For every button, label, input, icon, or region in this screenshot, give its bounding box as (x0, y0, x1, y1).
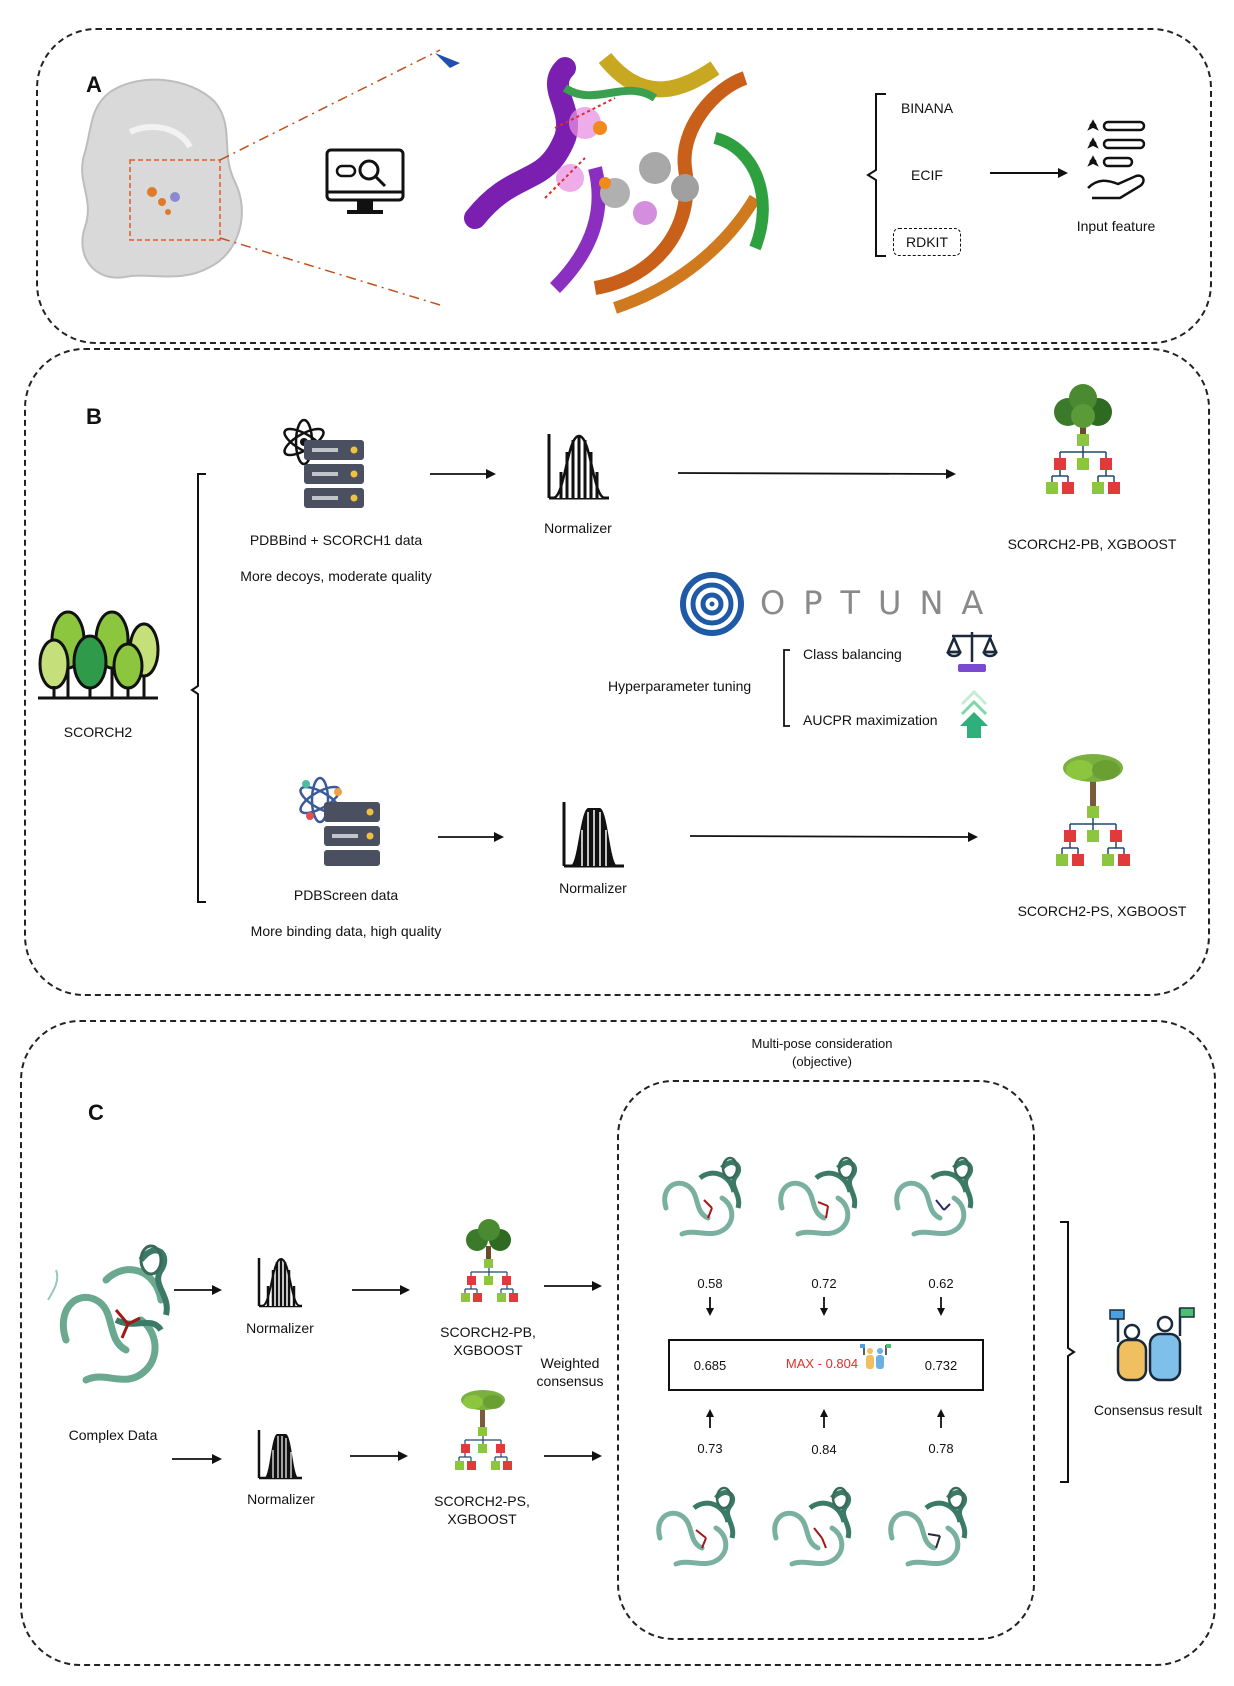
database-atom-icon-top (283, 418, 364, 508)
optuna-wordmark: OPTUNA (760, 584, 1002, 622)
forest-icon (38, 610, 160, 700)
bottom-model-label: SCORCH2-PS, XGBOOST (1017, 903, 1187, 919)
panel-c-letter: C (88, 1100, 104, 1125)
weighted-consensus-line2: consensus (536, 1373, 604, 1389)
result-left-value: 0.685 (693, 1358, 727, 1373)
normalizer-icon-c-top (257, 1257, 302, 1308)
multipose-title-1: Multi-pose consideration (751, 1036, 893, 1051)
decision-tree-icon-c-bottom (455, 1390, 512, 1470)
down-arrows (706, 1297, 945, 1316)
tuning-label: Hyperparameter tuning (608, 678, 752, 694)
complex-protein-image (47, 1244, 170, 1384)
feature-rdkit: RDKIT (893, 228, 961, 256)
bottom-score-1: 0.73 (697, 1441, 723, 1456)
consensus-bracket (1060, 1221, 1076, 1483)
feature-binana: BINANA (900, 100, 954, 116)
arrow-to-input-feature (990, 168, 1068, 178)
top-score-3: 0.62 (928, 1276, 954, 1291)
up-arrows (706, 1409, 945, 1428)
top-normalizer-label: Normalizer (544, 520, 612, 536)
up-arrow-icon (960, 689, 988, 738)
bottom-data-desc: More binding data, high quality (250, 923, 442, 939)
arrow-top-2 (677, 469, 956, 479)
model-c-bottom-line2: XGBOOST (447, 1511, 517, 1527)
zoom-lines (219, 49, 441, 306)
panel-b (24, 348, 1210, 996)
binding-site-structure-image (435, 52, 769, 314)
arrow-c-2 (172, 1454, 222, 1464)
arrow-c-1 (174, 1285, 222, 1295)
optuna-logo-icon (680, 572, 744, 636)
bottom-normalizer-label: Normalizer (559, 880, 627, 896)
decision-tree-icon-top (1046, 384, 1120, 494)
pose-protein-top-2 (778, 1156, 858, 1237)
consensus-result-label: Consensus result (1093, 1402, 1203, 1418)
top-data-label: PDBBind + SCORCH1 data (249, 532, 423, 548)
top-score-2: 0.72 (811, 1276, 837, 1291)
bottom-score-2: 0.84 (811, 1442, 837, 1457)
consensus-result-icon (1109, 1307, 1195, 1382)
normalizer-icon-top (547, 434, 609, 500)
input-feature-label: Input feature (1076, 218, 1156, 234)
complex-data-label: Complex Data (68, 1427, 158, 1443)
normalizer-c-bottom-label: Normalizer (247, 1491, 315, 1507)
arrow-c-5 (544, 1281, 602, 1291)
arrow-bottom-2 (689, 832, 978, 842)
model-c-bottom-line1: SCORCH2-PS, (434, 1493, 530, 1509)
normalizer-icon-bottom (562, 802, 624, 868)
weighted-consensus-line1: Weighted (540, 1355, 600, 1371)
pose-protein-bottom-2 (772, 1486, 852, 1567)
computer-search-icon (325, 148, 405, 214)
multipose-panel (617, 1080, 1035, 1640)
result-right-value: 0.732 (924, 1358, 958, 1373)
tuning-bracket (783, 649, 790, 727)
top-data-desc: More decoys, moderate quality (240, 568, 432, 584)
pose-protein-bottom-3 (888, 1486, 968, 1567)
result-max-value: MAX - 0.804 (785, 1356, 859, 1371)
pose-protein-bottom-1 (656, 1486, 736, 1567)
pose-protein-top-3 (894, 1156, 974, 1237)
protein-surface-image (81, 78, 243, 279)
winner-icon (860, 1344, 891, 1369)
panel-a-letter: A (86, 72, 102, 97)
feature-ecif: ECIF (911, 167, 943, 183)
arrow-top-1 (430, 469, 496, 479)
bottom-score-3: 0.78 (928, 1441, 954, 1456)
decision-tree-icon-c-top (461, 1219, 518, 1302)
arrow-c-6 (544, 1451, 602, 1461)
panel-a (36, 28, 1212, 344)
main-bracket (190, 473, 206, 903)
panel-c (20, 1020, 1216, 1666)
model-c-top-line2: XGBOOST (453, 1342, 523, 1358)
arrow-c-4 (350, 1451, 408, 1461)
feature-bracket (866, 93, 886, 257)
arrow-c-3 (352, 1285, 410, 1295)
result-box (668, 1339, 984, 1391)
balance-scale-icon (946, 632, 998, 672)
multipose-title-2: (objective) (792, 1054, 852, 1069)
tuning-item-class-balancing: Class balancing (803, 646, 902, 662)
model-c-top-line1: SCORCH2-PB, (440, 1324, 536, 1340)
decision-tree-icon-bottom (1056, 754, 1130, 866)
tuning-item-aucpr: AUCPR maximization (803, 712, 938, 728)
bottom-data-label: PDBScreen data (293, 887, 399, 903)
normalizer-c-top-label: Normalizer (246, 1320, 314, 1336)
normalizer-icon-c-bottom (257, 1430, 302, 1480)
top-score-1: 0.58 (697, 1276, 723, 1291)
database-atom-icon-bottom (299, 776, 380, 866)
scorch2-root-label: SCORCH2 (63, 724, 133, 740)
input-feature-icon (1087, 119, 1146, 200)
panel-b-letter: B (86, 404, 102, 429)
pose-protein-top-1 (662, 1156, 742, 1237)
arrow-bottom-1 (438, 832, 504, 842)
top-model-label: SCORCH2-PB, XGBOOST (1007, 536, 1177, 552)
